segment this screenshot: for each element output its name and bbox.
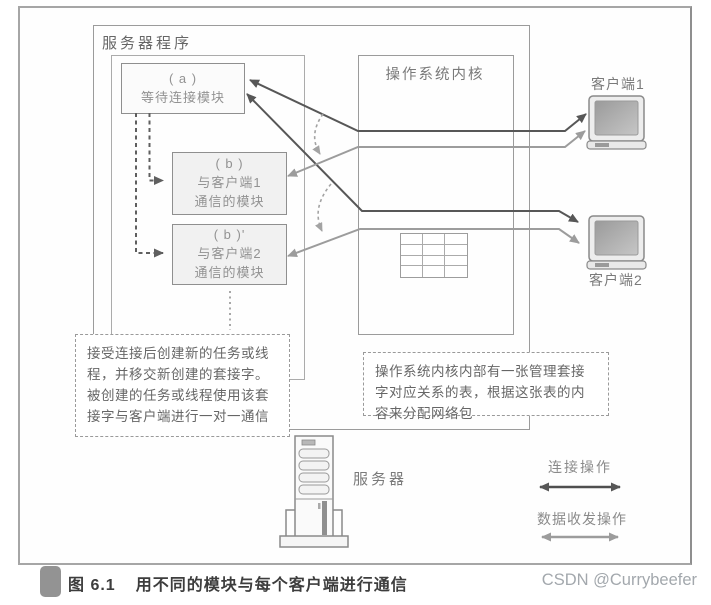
os-kernel-label: 操作系统内核: [385, 67, 485, 83]
module-b1-line3: 通信的模块: [194, 193, 265, 209]
caption-number: 图 6.1: [68, 577, 116, 594]
module-b2-line3: 通信的模块: [194, 264, 265, 280]
server-program-box: [93, 25, 530, 430]
module-a-title: 等待连接模块: [140, 89, 225, 105]
note-accept-connection: 接受连接后创建新的任务或线程，并移交新创建的套接字。被创建的任务或线程使用该套接…: [75, 334, 290, 437]
module-b2-id: ( b )': [213, 227, 246, 243]
figure-caption: 图 6.1 用不同的模块与每个客户端进行通信: [68, 571, 408, 595]
client1-monitor-icon: [586, 95, 647, 150]
module-b1-line2: 与客户端1: [197, 175, 262, 191]
socket-table: [400, 233, 468, 278]
module-b1-id: ( b ): [215, 156, 244, 172]
os-kernel-box: [358, 55, 514, 335]
module-b2-box: ( b )' 与客户端2 通信的模块: [172, 224, 287, 285]
server-program-label: 服务器程序: [102, 35, 193, 52]
legend-data-label: 数据收发操作: [537, 511, 627, 527]
legend-connection-label: 连接操作: [548, 459, 612, 475]
server-tower-icon: [279, 435, 349, 548]
module-a-box: ( a ) 等待连接模块: [121, 63, 245, 114]
module-b2-line2: 与客户端2: [197, 246, 262, 262]
client1-label: 客户端1: [591, 76, 645, 92]
caption-title: 用不同的模块与每个客户端进行通信: [135, 577, 408, 594]
watermark: CSDN @Currybeefer: [541, 571, 697, 589]
client2-monitor-icon: [586, 215, 647, 270]
note-kernel-table: 操作系统内核内部有一张管理套接字对应关系的表，根据这张表的内容来分配网络包: [363, 352, 609, 421]
caption-bullet: [40, 566, 61, 597]
client2-label: 客户端2: [589, 272, 643, 288]
server-label: 服务器: [353, 471, 408, 488]
module-a-id: ( a ): [168, 70, 198, 86]
module-b1-box: ( b ) 与客户端1 通信的模块: [172, 152, 287, 215]
